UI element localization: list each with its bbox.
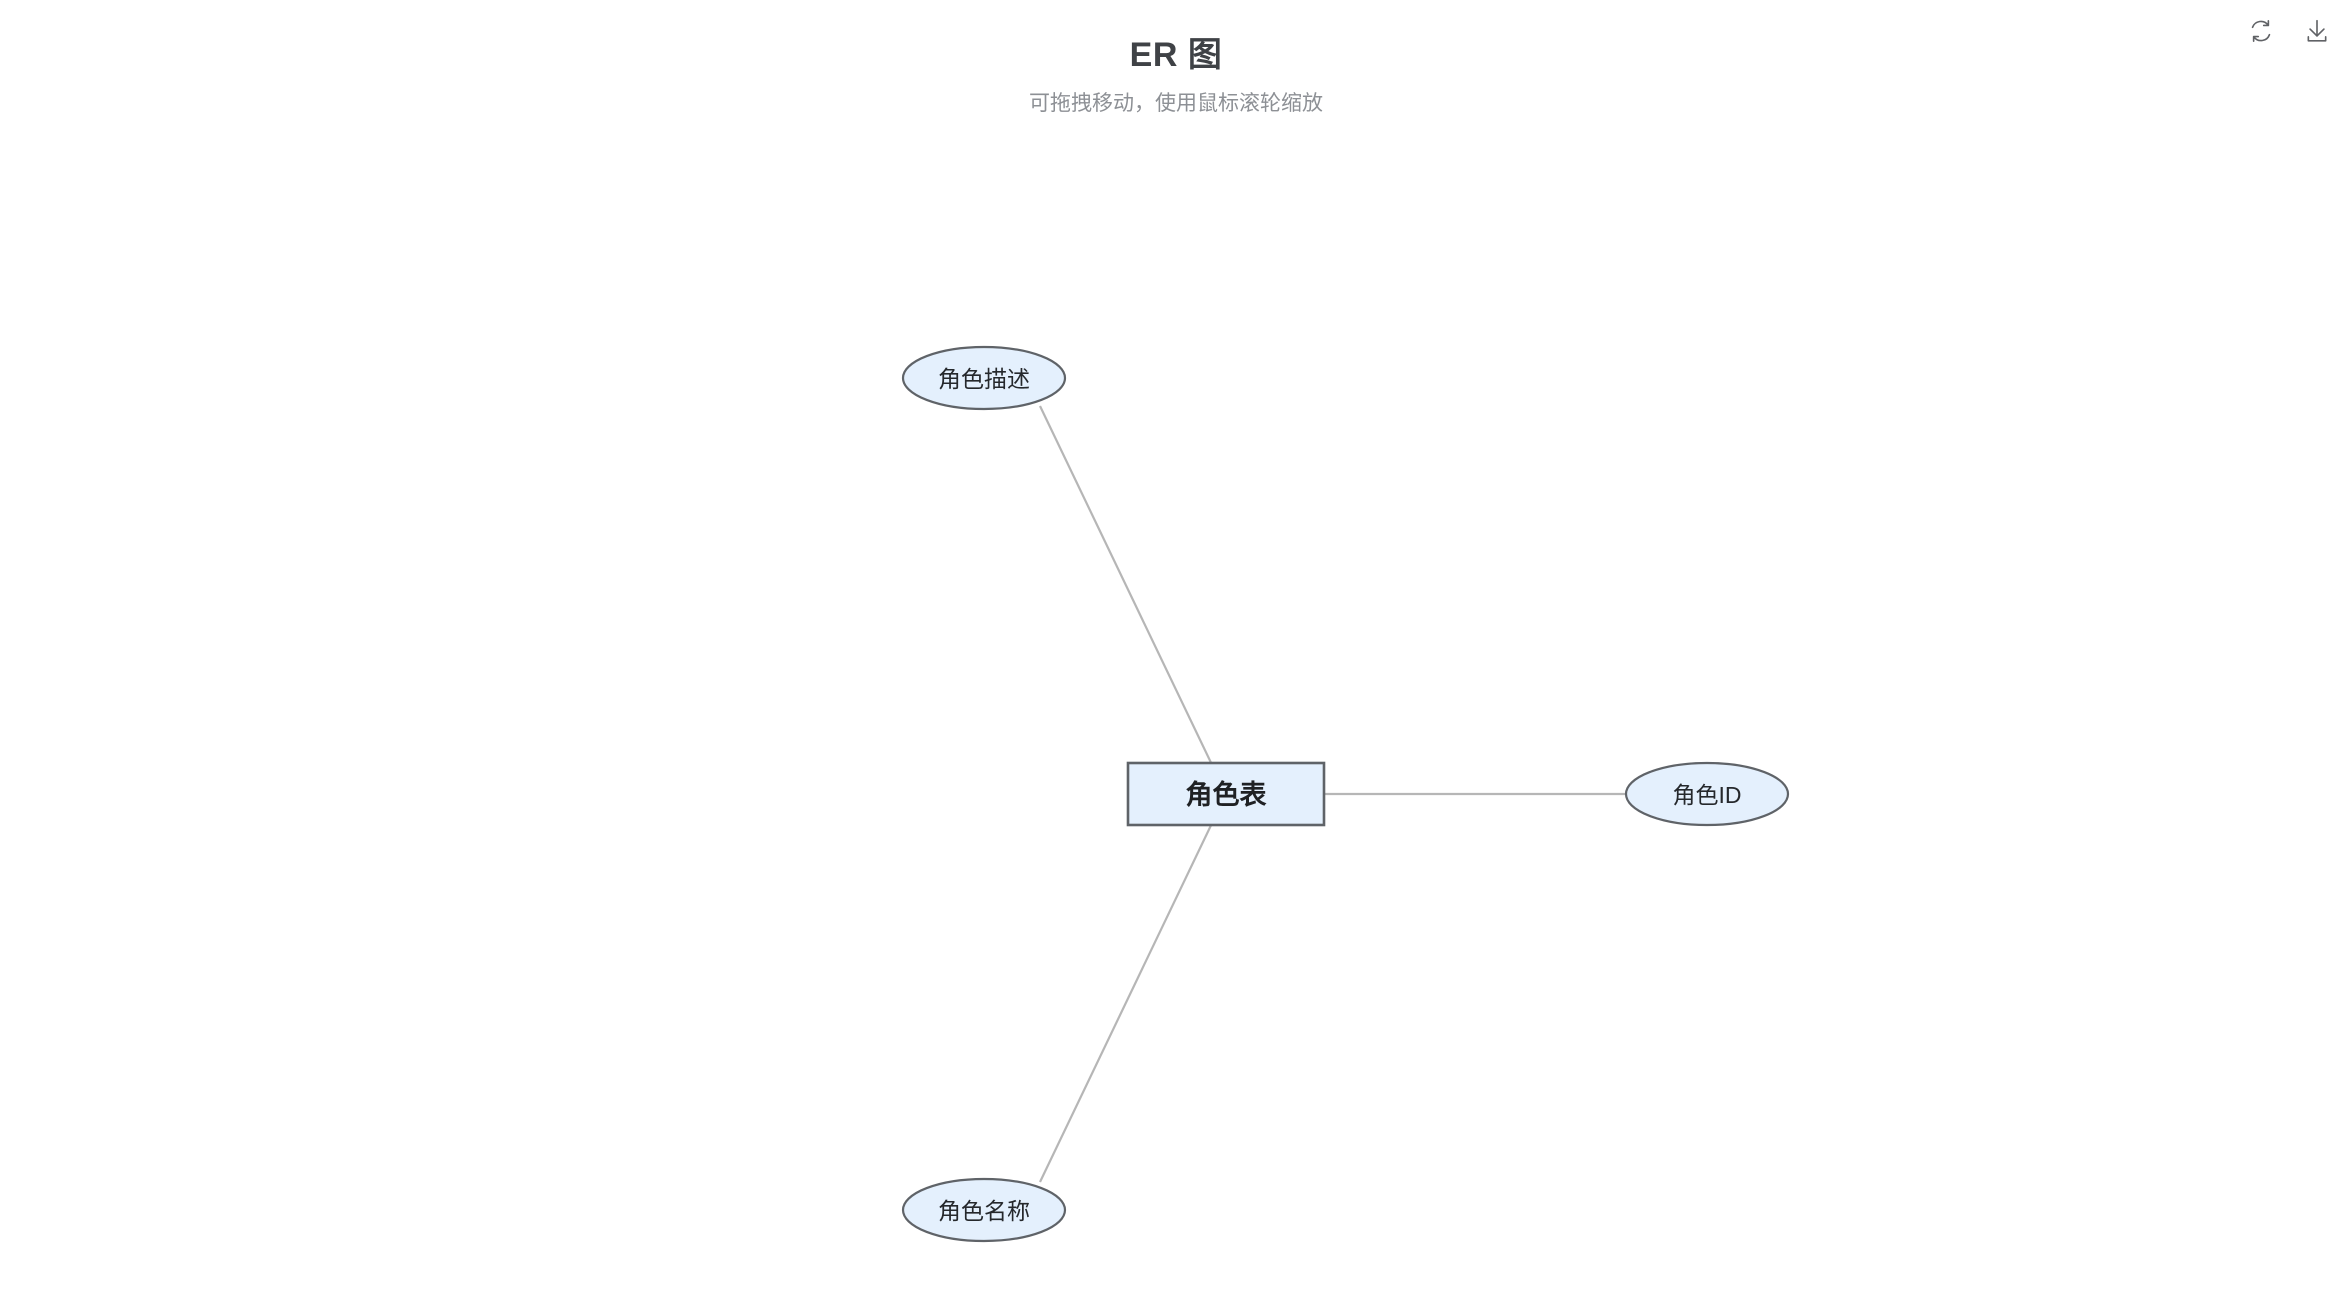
download-icon: [2304, 18, 2330, 44]
refresh-button[interactable]: [2244, 14, 2278, 48]
refresh-icon: [2248, 18, 2274, 44]
attribute-ellipse[interactable]: [1624, 761, 1790, 827]
edge-role-desc-to-role-table: [1039, 405, 1227, 795]
entity-node-role-table[interactable]: 角色表: [1126, 761, 1326, 827]
diagram-toolbar: [2244, 14, 2334, 48]
entity-rect[interactable]: [1126, 761, 1326, 827]
attribute-ellipse[interactable]: [901, 1177, 1067, 1243]
attribute-label: 角色描述: [938, 366, 1030, 392]
attribute-node-role-desc[interactable]: 角色描述: [901, 345, 1067, 411]
attribute-ellipse[interactable]: [901, 345, 1067, 411]
attribute-label: 角色名称: [938, 1198, 1030, 1224]
attribute-label: 角色ID: [1673, 782, 1742, 808]
attribute-node-role-id[interactable]: 角色ID: [1624, 761, 1790, 827]
entity-label: 角色表: [1186, 779, 1267, 810]
edge-role-table-to-role-name: [1039, 793, 1227, 1183]
attribute-node-role-name[interactable]: 角色名称: [901, 1177, 1067, 1243]
download-button[interactable]: [2300, 14, 2334, 48]
edge-group: [1039, 405, 1626, 1183]
